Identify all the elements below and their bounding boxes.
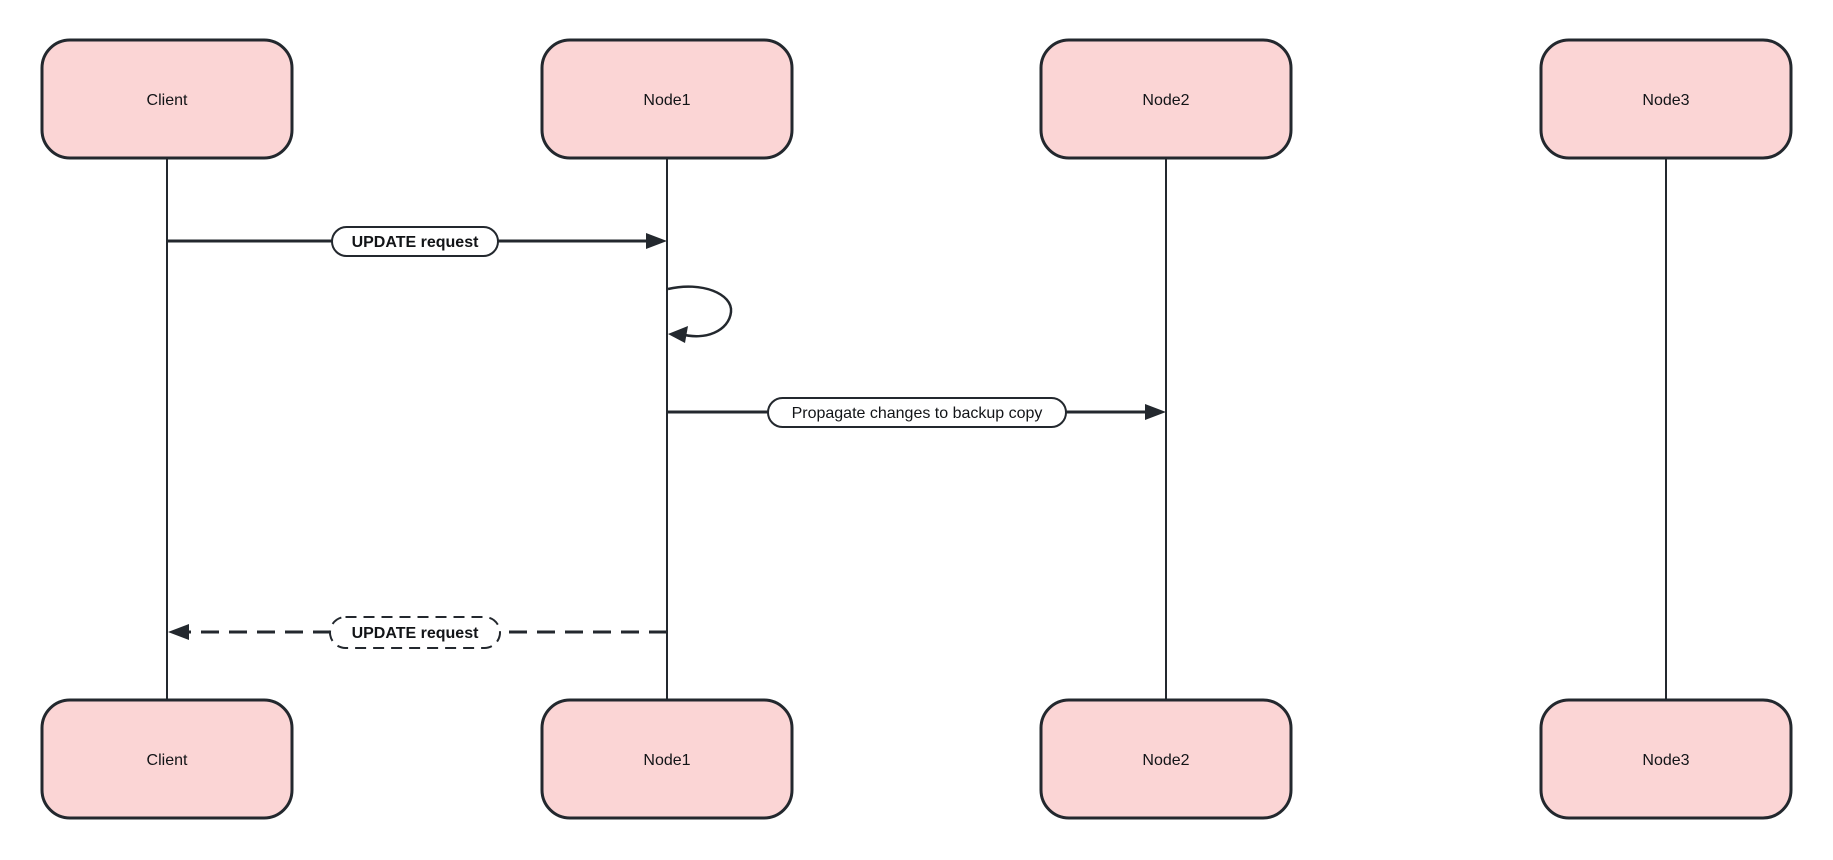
actor-box-node3 xyxy=(1539,698,1793,820)
arrowhead-right-icon xyxy=(646,233,667,249)
actor-box-node1 xyxy=(540,698,794,820)
actor-box-node2 xyxy=(1039,38,1293,160)
actor-node3-bottom: Node3 xyxy=(1539,698,1793,820)
actor-box-node3 xyxy=(1539,38,1793,160)
actor-box-client xyxy=(40,698,294,820)
message-update-request-return: UPDATE request xyxy=(168,616,667,649)
actor-box-node1 xyxy=(540,38,794,160)
actor-label-node1: Node1 xyxy=(643,92,690,109)
message-self-loop-node1 xyxy=(667,285,733,343)
actor-box-client xyxy=(40,38,294,160)
actor-node2-bottom: Node2 xyxy=(1039,698,1293,820)
message-label-pill-dashed xyxy=(329,616,501,649)
arrowhead-right-icon xyxy=(1145,404,1166,420)
actor-box-node2 xyxy=(1039,698,1293,820)
actor-node1-bottom: Node1 xyxy=(540,698,794,820)
message-label: UPDATE request xyxy=(352,234,480,251)
message-propagate-changes: Propagate changes to backup copy xyxy=(667,397,1166,428)
message-label: Propagate changes to backup copy xyxy=(792,405,1043,422)
actor-node1-top: Node1 xyxy=(540,38,794,160)
actor-label-client: Client xyxy=(147,92,188,109)
self-loop-line xyxy=(667,285,733,338)
actor-label-node3: Node3 xyxy=(1642,92,1689,109)
actor-label-node1: Node1 xyxy=(643,752,690,769)
arrowhead-left-icon xyxy=(668,326,688,343)
actor-client-top: Client xyxy=(40,38,294,160)
message-label: UPDATE request xyxy=(352,625,480,642)
actor-client-bottom: Client xyxy=(40,698,294,820)
message-update-request: UPDATE request xyxy=(167,226,667,257)
message-label-pill xyxy=(767,397,1067,428)
actor-node2-top: Node2 xyxy=(1039,38,1293,160)
actor-label-node2: Node2 xyxy=(1142,92,1189,109)
actor-label-node3: Node3 xyxy=(1642,752,1689,769)
actor-node3-top: Node3 xyxy=(1539,38,1793,160)
message-label-pill xyxy=(331,226,499,257)
actor-label-client: Client xyxy=(147,752,188,769)
actor-label-node2: Node2 xyxy=(1142,752,1189,769)
arrowhead-left-icon xyxy=(168,624,189,640)
